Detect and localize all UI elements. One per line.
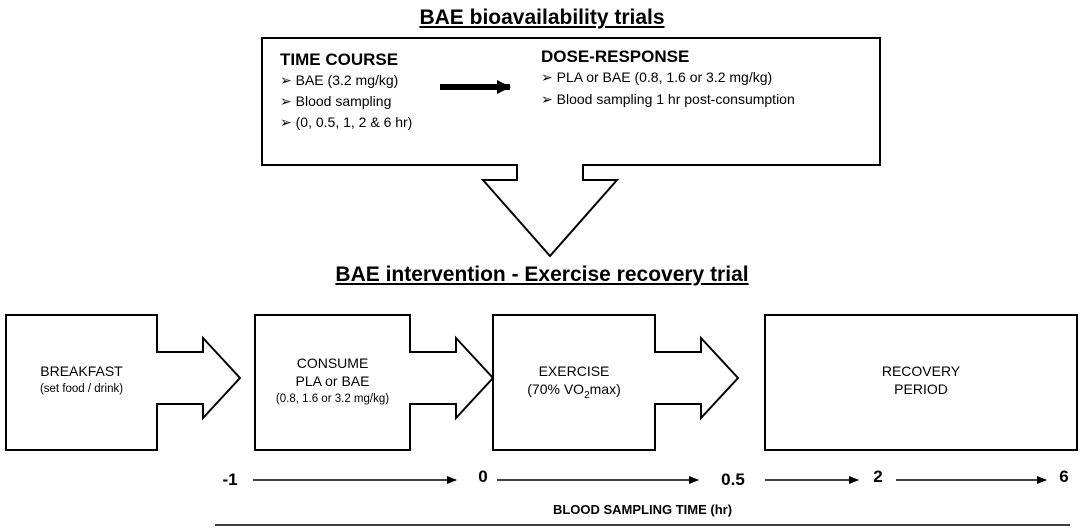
exercise-box [492,314,740,451]
bullet-arrow-icon: ➢ [280,93,292,109]
time-course-item: ➢ Blood sampling [280,93,392,109]
time-course-item: ➢ (0, 0.5, 1, 2 & 6 hr) [280,114,413,130]
bioavailability-box [261,37,881,258]
consume-label: CONSUME PLA or BAE (0.8, 1.6 or 3.2 mg/k… [275,355,390,405]
consume-box [254,314,495,451]
bullet-arrow-icon: ➢ [280,72,292,88]
exercise-trial-title: BAE intervention - Exercise recovery tri… [335,263,749,286]
bullet-arrow-icon: ➢ [541,69,553,85]
recovery-label: RECOVERY PERIOD [881,363,961,397]
bioavailability-title: BAE bioavailability trials [419,6,665,29]
timeline-tick: 0 [478,467,488,486]
recovery-box [764,314,1078,451]
time-course-heading: TIME COURSE [280,50,399,69]
bullet-arrow-icon: ➢ [541,91,553,107]
breakfast-label: BREAKFAST (set food / drink) [39,363,124,395]
timeline-tick: 6 [1059,467,1069,486]
bullet-arrow-icon: ➢ [280,114,292,130]
dose-response-item: ➢ Blood sampling 1 hr post-consumption [541,91,795,107]
time-course-item: ➢ BAE (3.2 mg/kg) [280,72,399,88]
exercise-label: EXERCISE (70% VO2max) [527,363,621,401]
dose-response-heading: DOSE-RESPONSE [541,47,690,66]
timeline-tick: 0.5 [721,470,745,489]
timeline-tick: -1 [222,470,238,489]
timeline-tick: 2 [873,467,883,486]
timeline-label: BLOOD SAMPLING TIME (hr) [552,502,733,517]
breakfast-box [5,314,242,451]
dose-response-item: ➢ PLA or BAE (0.8, 1.6 or 3.2 mg/kg) [541,69,773,85]
